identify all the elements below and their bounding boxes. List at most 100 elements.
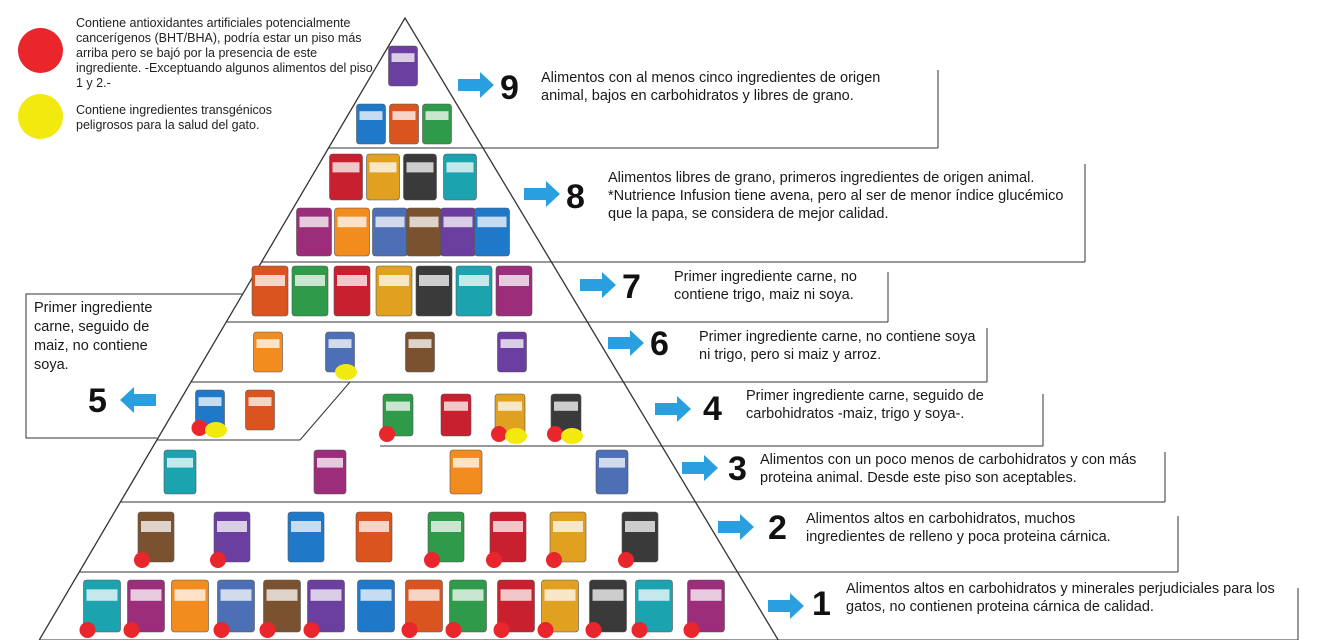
product-label [500,589,532,601]
product-label [444,401,468,411]
product-label [359,521,389,532]
red-warning-dot [210,552,226,568]
red-warning-dot [493,622,510,638]
arrow-right-icon [655,396,691,422]
product-package [495,265,533,317]
product-package [296,207,332,257]
level-5-description: Primer ingrediente carne, seguido de mai… [34,300,153,373]
red-warning-dot [445,622,462,638]
product-package [440,393,472,437]
product-label [408,339,432,348]
red-warning-dot [631,622,648,638]
product-label [453,457,479,468]
product-label [317,457,343,468]
product-package [287,511,325,563]
product-package [415,265,453,317]
level-3-description: Alimentos con un poco menos de carbohidr… [760,452,1137,486]
level-5-callout-box [25,293,190,439]
product-label [599,457,625,468]
product-label [431,521,461,532]
product-label [375,216,405,228]
product-label [86,589,118,601]
product-label [198,397,222,406]
product-label [255,275,285,286]
product-label [379,275,409,286]
arrow-right-icon [718,514,754,540]
product-label [391,53,415,62]
product-package [366,153,400,201]
level-4-description: Primer ingrediente carne, seguido de car… [746,388,984,422]
product-label [392,111,416,120]
product-label [386,401,410,411]
product-package [291,265,329,317]
product-package [595,449,629,495]
product-package [474,207,510,257]
level-1-description: Alimentos altos en carbohidratos y miner… [846,581,1275,615]
red-warning-dot [213,622,230,638]
product-label [310,589,342,601]
level-5-number: 5 [88,382,107,420]
arrow-right-icon [580,272,616,298]
product-label [409,216,439,228]
product-label [408,589,440,601]
red-warning-dot [547,426,563,442]
level-7-number: 7 [622,268,641,306]
product-label [141,521,171,532]
product-label [369,162,397,173]
product-label [174,589,206,601]
red-warning-dot [486,552,502,568]
level-6-description: Primer ingrediente carne, no contiene so… [699,329,976,363]
product-package [449,449,483,495]
product-label [499,275,529,286]
red-warning-dot [546,552,562,568]
product-label [443,216,473,228]
product-label [459,275,489,286]
arrow-right-shape [580,272,616,298]
product-package [389,103,419,145]
product-label [553,521,583,532]
product-label [266,589,298,601]
product-package [403,153,437,201]
arrow-right-icon [768,593,804,619]
product-package [163,449,197,495]
level-6-number: 6 [650,325,669,363]
arrow-shape [682,455,718,481]
product-package [405,331,435,373]
legend-red-dot [18,28,63,73]
level-4-number: 4 [703,390,722,428]
product-label [360,589,392,601]
arrow-shape [718,514,754,540]
product-label [625,521,655,532]
product-label [130,589,162,601]
product-label [256,339,280,348]
product-package [253,331,283,373]
product-package [329,153,363,201]
yellow-warning-dot [205,422,227,438]
product-package [356,103,386,145]
product-label [425,111,449,120]
product-label [446,162,474,173]
arrow-right-shape [768,593,804,619]
product-package [334,207,370,257]
arrow-right-shape [655,396,691,422]
product-label [328,339,352,348]
red-warning-dot [537,622,554,638]
product-label [337,216,367,228]
arrow-right-shape [682,455,718,481]
level-2-number: 2 [768,509,787,547]
product-label [592,589,624,601]
arrow-right-shape [524,181,560,207]
arrow-shape [524,181,560,207]
red-warning-dot [379,426,395,442]
product-package [372,207,408,257]
product-label [359,111,383,120]
product-package [355,511,393,563]
product-package [455,265,493,317]
product-package [251,265,289,317]
product-package [443,153,477,201]
legend-red-text: Contiene antioxidantes artificiales pote… [76,16,373,90]
product-label [690,589,722,601]
arrow-shape [655,396,691,422]
product-label [217,521,247,532]
